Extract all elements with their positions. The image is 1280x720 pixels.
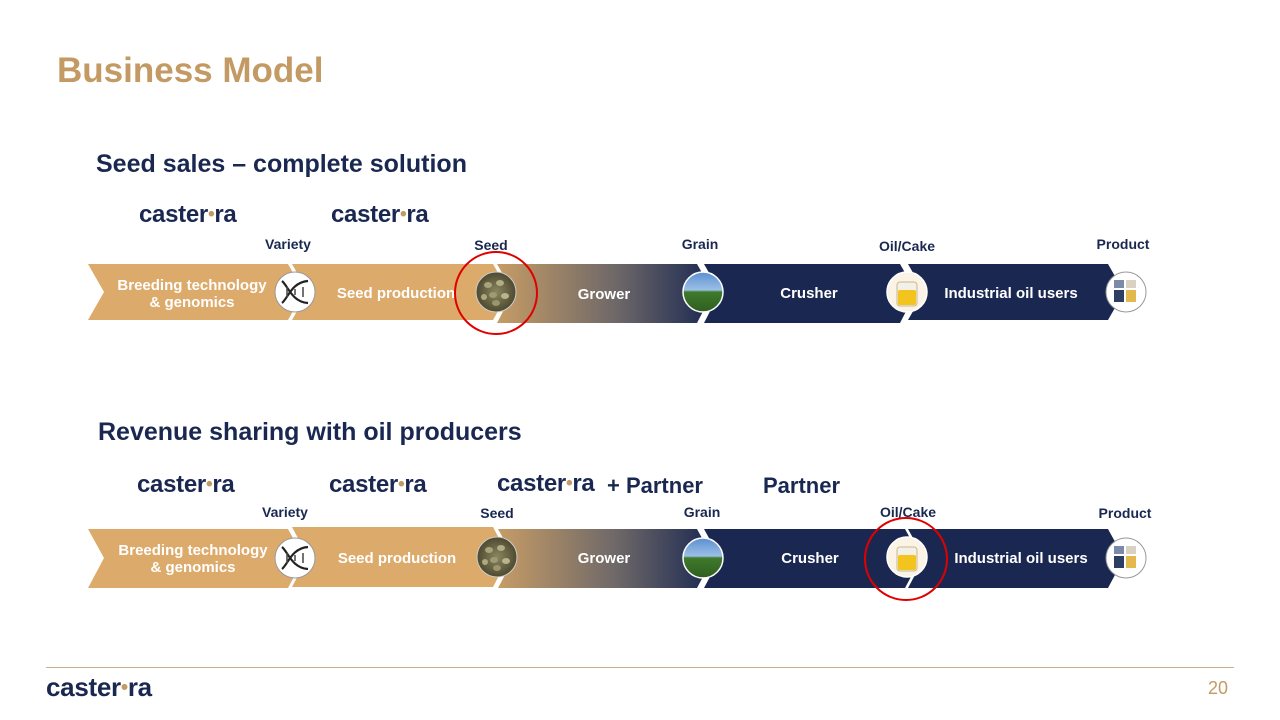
segment-industrial-2-label: Industrial oil users: [954, 550, 1087, 567]
segment-seed-production-2-label: Seed production: [338, 550, 456, 567]
segment-industrial-label: Industrial oil users: [944, 285, 1077, 302]
castera-logo-seed: caster•ra: [331, 201, 429, 228]
segment-breeding-line1: Breeding technology: [117, 277, 267, 294]
label-seed: Seed: [474, 237, 508, 253]
segment-seed-production-label: Seed production: [337, 285, 455, 302]
highlight-circle-seed: [454, 251, 538, 335]
partner-label: Partner: [763, 473, 841, 498]
castera-logo-variety-2: caster•ra: [137, 471, 235, 498]
segment-seed-production-2: [292, 527, 509, 587]
segment-seed-production: [292, 264, 509, 320]
segment-grower-2-label: Grower: [578, 550, 631, 567]
segment-breeding-2: [88, 529, 304, 588]
castera-logo-variety: caster•ra: [139, 201, 237, 228]
footer-divider: [46, 667, 1234, 668]
field-icon: [682, 537, 724, 579]
highlight-circle-oil-cake: [864, 517, 948, 601]
section1-heading: Seed sales – complete solution: [96, 150, 467, 178]
oil-jar-icon: [886, 271, 928, 313]
label-variety-2: Variety: [262, 504, 308, 520]
products-icon: [1105, 537, 1147, 579]
products-icon: [1105, 271, 1147, 313]
segment-breeding-2-line2: & genomics: [150, 559, 235, 576]
segment-crusher-label: Crusher: [780, 285, 838, 302]
page-number: 20: [1208, 678, 1229, 698]
label-product-2: Product: [1098, 505, 1152, 521]
segment-breeding-line2: & genomics: [149, 294, 234, 311]
segment-breeding: [88, 264, 304, 320]
segment-grower-2: [498, 529, 713, 588]
footer-castera-logo: caster•ra: [46, 672, 152, 702]
label-grain: Grain: [681, 236, 719, 252]
segment-crusher-2-label: Crusher: [781, 550, 839, 567]
seeds-icon: [476, 536, 518, 578]
dna-icon: [274, 537, 316, 579]
slide-title: Business Model: [57, 51, 324, 90]
segment-industrial: [908, 264, 1124, 320]
value-chain-1: Breeding technology & genomics Seed prod…: [88, 251, 1147, 335]
seeds-icon: [475, 271, 517, 313]
label-seed-2: Seed: [480, 505, 514, 521]
segment-grower-label: Grower: [578, 286, 631, 303]
section2-heading: Revenue sharing with oil producers: [98, 418, 522, 446]
dna-icon: [274, 271, 316, 313]
label-product: Product: [1096, 236, 1150, 252]
oil-jar-icon: [886, 536, 928, 578]
segment-industrial-2: [908, 529, 1124, 588]
label-oil-cake-2: Oil/Cake: [879, 504, 937, 520]
plus-partner-label: + Partner: [607, 473, 703, 498]
field-icon: [682, 271, 724, 313]
label-grain-2: Grain: [683, 504, 721, 520]
segment-grower: [497, 264, 713, 323]
value-chain-2: Breeding technology & genomics Seed prod…: [88, 517, 1147, 601]
castera-logo-grower: caster•ra: [497, 470, 595, 497]
label-variety: Variety: [265, 236, 311, 252]
segment-breeding-2-line1: Breeding technology: [118, 542, 268, 559]
segment-crusher: [704, 264, 916, 323]
label-oil-cake: Oil/Cake: [878, 238, 936, 254]
castera-logo-seed-2: caster•ra: [329, 471, 427, 498]
